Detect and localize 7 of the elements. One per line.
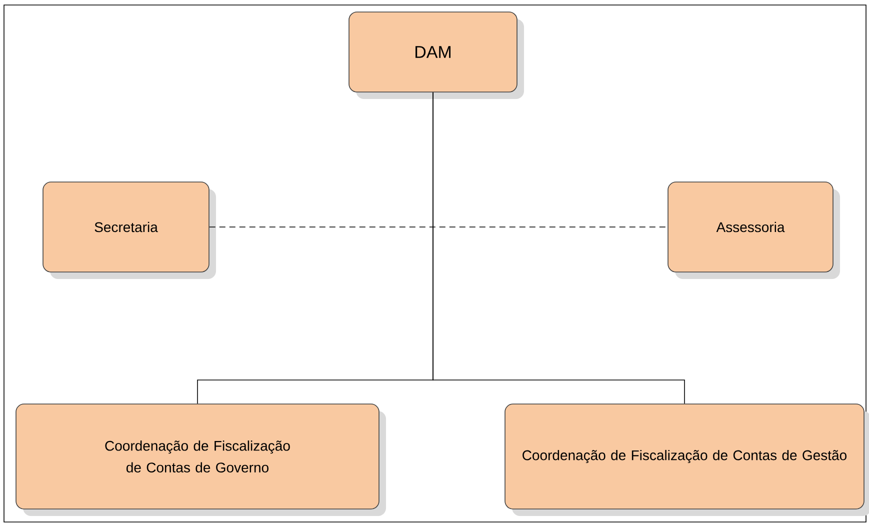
- org-box: Assessoria: [668, 182, 840, 279]
- org-box: Coordenação de Fiscalização de Contas de Gestão: [504, 404, 869, 516]
- org-box: DAM: [348, 12, 524, 99]
- org-box: Secretaria: [42, 182, 216, 279]
- connector-line: [432, 92, 685, 404]
- org-box: Coordenação de Fiscalização de Contas de Governo: [16, 404, 386, 516]
- dashed-line: [209, 226, 668, 228]
